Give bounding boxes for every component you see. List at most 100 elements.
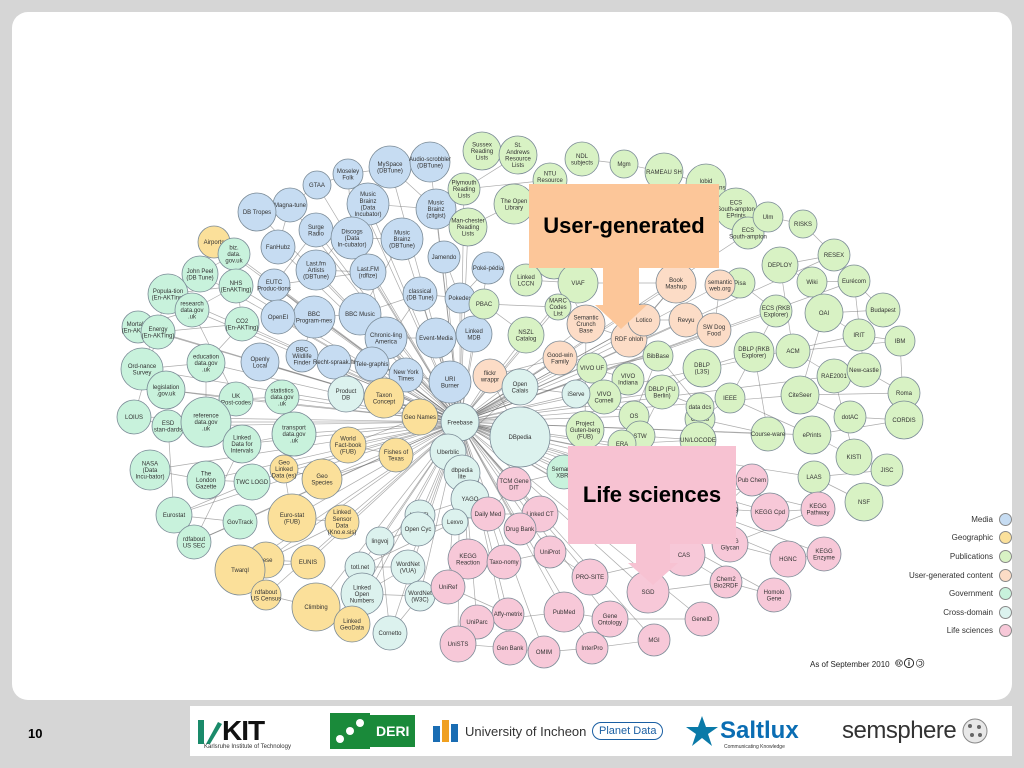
dataset-node: Recht-spraak.nl	[313, 344, 355, 380]
dataset-node-label: OMIM	[536, 650, 552, 656]
dataset-node-label: STW	[633, 434, 647, 440]
dataset-node-label: LAAS	[806, 475, 821, 481]
dataset-node: Ulm	[752, 201, 784, 233]
dataset-node-label: Eurécom	[842, 279, 866, 285]
legend-item-user-generated: User-generated content	[812, 566, 1012, 585]
dataset-node: Event-Media	[415, 317, 457, 359]
dataset-node-label: SGD	[641, 590, 655, 596]
dataset-node-circle	[644, 374, 680, 410]
dataset-node: LAAS	[797, 460, 831, 494]
dataset-node-label: CiteSeer	[788, 393, 811, 399]
dataset-node: DEPLOY	[761, 246, 799, 284]
dataset-node-label: Tele-graphis	[356, 362, 389, 368]
as-of-date: As of September 2010 🅭🛈🄯	[810, 655, 926, 674]
life-sciences-callout: Life sciences	[568, 446, 736, 544]
dataset-node-label: UniParc	[466, 620, 487, 626]
user-generated-callout-pointer	[595, 267, 647, 329]
dataset-node: Affy-metrix	[491, 597, 525, 631]
dataset-node-label: IRIT	[853, 333, 865, 339]
dataset-node-circle	[714, 382, 746, 414]
dataset-node-circle	[696, 312, 732, 348]
dataset-node: iServe	[561, 379, 591, 409]
dataset-node-circle	[844, 482, 884, 522]
dataset-node-label: TWC LOGD	[236, 480, 269, 486]
dataset-node-label: Pub Chem	[738, 478, 766, 484]
dataset-node-circle	[402, 276, 438, 312]
dataset-node: DBLP(L3S)	[682, 348, 722, 388]
dataset-node-circle	[756, 577, 792, 613]
dataset-node-label: Recht-spraak.nl	[313, 360, 355, 366]
dataset-node-circle	[415, 317, 457, 359]
dataset-node: Gen Bank	[492, 630, 528, 666]
dataset-node-label: riese	[259, 558, 273, 564]
dataset-node-circle	[430, 569, 466, 605]
dataset-node-label: InterPro	[581, 646, 603, 652]
dataset-node-circle	[240, 342, 280, 382]
dataset-node-circle	[380, 217, 424, 261]
as-of-label: As of September 2010	[810, 660, 890, 669]
dataset-node-circle	[788, 209, 818, 239]
dataset-node-label: WordNet(VUA)	[396, 562, 420, 575]
dataset-node-label: PBAC	[476, 302, 493, 308]
dataset-node-circle	[218, 381, 254, 417]
dataset-node-label: RAE2001	[821, 374, 847, 380]
dataset-node-label: ERA	[616, 442, 628, 448]
dataset-node-circle	[271, 411, 317, 457]
dataset-node-circle	[870, 453, 904, 487]
dataset-node-circle	[501, 368, 539, 406]
dataset-node-label: John Peel(DB Tune)	[186, 269, 213, 282]
dataset-node-circle	[884, 325, 916, 357]
dataset-node: Wiki	[796, 266, 828, 298]
dataset-node-circle	[775, 333, 811, 369]
dataset-node-circle	[448, 207, 488, 247]
dataset-node: Roma	[887, 376, 921, 410]
dataset-node-label: DB Tropes	[243, 210, 271, 216]
dataset-node-circle	[806, 536, 842, 572]
dataset-node: RAE2001	[816, 358, 852, 394]
dataset-node-label: Climbing	[304, 605, 327, 611]
dataset-node-circle	[704, 269, 736, 301]
dataset-node-circle	[527, 635, 561, 669]
dataset-node: Jamendo	[427, 240, 461, 274]
dataset-node-label: BBC Music	[345, 312, 375, 318]
dataset-node: FanHubz	[260, 229, 296, 265]
dataset-node: Pub Chem	[735, 463, 769, 497]
dataset-node: Budapest	[865, 292, 901, 328]
dataset-node-label: VIVO UF	[580, 366, 604, 372]
dataset-node: Geo Names	[401, 398, 439, 436]
dataset-node-circle	[837, 264, 871, 298]
dataset-node: Last.FM(rdfize)	[349, 253, 387, 291]
sponsor-logo-bar: KIT Karlsruhe Institute of Technology DE…	[190, 706, 1012, 756]
diagram-link	[792, 340, 901, 352]
dataset-node-circle	[865, 292, 901, 328]
semsphere-logo: semsphere	[842, 706, 988, 756]
